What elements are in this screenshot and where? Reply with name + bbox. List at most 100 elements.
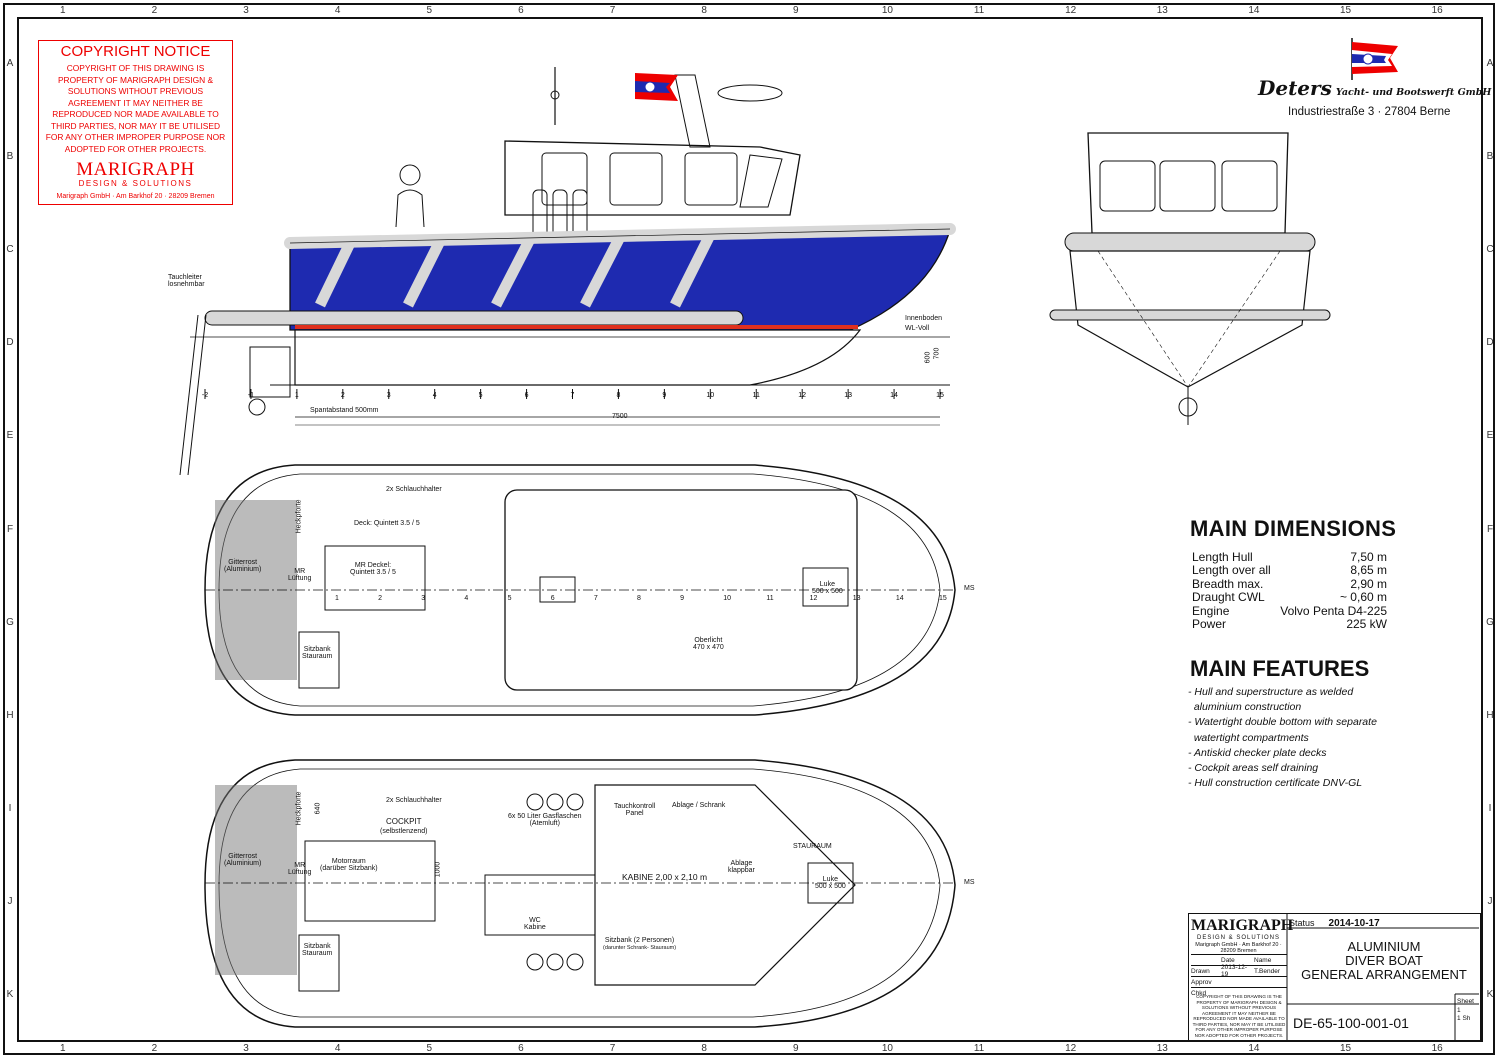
deck-frame-number: 15	[939, 595, 947, 602]
frame-number: 5	[479, 392, 483, 399]
deck-frame-number: 4	[464, 595, 469, 602]
dimension-value: 2,90 m	[1350, 576, 1387, 591]
zone-row-B: B	[1486, 150, 1494, 162]
zone-row-I: I	[8, 803, 12, 815]
main-features-title: MAIN FEATURES	[1190, 656, 1370, 681]
arr-label-gas: 6x 50 Liter Gasflaschen(Atemluft)	[508, 813, 582, 827]
zone-col-16: 16	[1431, 1043, 1443, 1054]
zone-col-4: 4	[334, 5, 341, 16]
frame-number: 4	[433, 392, 437, 399]
zone-col-10: 10	[881, 1043, 893, 1054]
zone-col-15: 15	[1340, 5, 1352, 16]
title-block-lines	[1286, 914, 1479, 1041]
arr-label-grating: Gitterrost(Aluminium)	[224, 853, 262, 867]
zone-col-10: 10	[881, 5, 893, 16]
dimension-row: Draught CWL~ 0,60 m	[1192, 590, 1387, 605]
zone-row-B: B	[6, 150, 14, 162]
label-dim600: 600	[924, 351, 932, 364]
feature-item: - Cockpit areas self draining	[1188, 762, 1319, 775]
marigraph-logo-sub: DESIGN & SOLUTIONS	[78, 179, 193, 188]
arr-label-shelf: Ablage / Schrank	[672, 802, 726, 809]
frame-number: 11	[753, 392, 760, 399]
zone-row-D: D	[6, 337, 14, 349]
label-wl: WL-Voll	[905, 325, 930, 332]
title-block-note: COPYRIGHT OF THIS DRAWING IS THE PROPERT…	[1192, 994, 1286, 1038]
feature-item: aluminium construction	[1188, 701, 1302, 714]
frame-number: 9	[662, 392, 666, 399]
dimension-value: 7,50 m	[1350, 550, 1387, 564]
arr-label-hose: 2x Schlauchhalter	[386, 797, 442, 804]
deck-frame-number: 10	[723, 595, 732, 602]
feature-item: - Watertight double bottom with separate	[1188, 716, 1377, 729]
arr-label-dim1000: 1000	[434, 861, 442, 878]
zone-row-F: F	[6, 523, 14, 535]
zone-row-K: K	[6, 989, 14, 1001]
frame-number: 7	[571, 392, 575, 399]
feature-item: - Hull construction certificate DNV-GL	[1188, 777, 1363, 790]
zone-col-5: 5	[426, 5, 433, 16]
zone-col-2: 2	[151, 5, 158, 16]
yard-address: Industriestraße 3 · 27804 Berne	[1288, 106, 1451, 118]
zone-row-J: J	[1487, 896, 1493, 908]
zone-col-2: 2	[151, 1043, 158, 1054]
zone-col-13: 13	[1156, 5, 1168, 16]
deck-plan-view	[204, 464, 956, 716]
feature-item: - Antiskid checker plate decks	[1188, 746, 1327, 759]
front-view	[1049, 132, 1331, 425]
marigraph-logo: MARIGRAPH	[76, 159, 195, 180]
zone-row-K: K	[1486, 989, 1494, 1001]
copyright-title: COPYRIGHT NOTICE	[60, 43, 211, 60]
arr-label-storage: STAURAUM	[793, 843, 832, 850]
zone-row-H: H	[6, 709, 14, 721]
deck-label-grating: Gitterrost(Aluminium)	[224, 559, 262, 573]
deck-label-deck: Deck: Quintett 3.5 / 5	[354, 520, 420, 527]
dimension-label: Length Hull	[1192, 550, 1253, 564]
zone-col-14: 14	[1248, 1043, 1260, 1054]
frame-number: 2	[341, 392, 345, 399]
arr-label-cabin: KABINE 2,00 x 2,10 m	[622, 872, 708, 882]
dimension-value: ~ 0,60 m	[1339, 590, 1387, 605]
frame-number: 13	[844, 392, 852, 399]
zone-col-1: 1	[60, 5, 66, 16]
title-block-logo: MARIGRAPH DESIGN & SOLUTIONS Marigraph G…	[1191, 917, 1294, 954]
zone-col-12: 12	[1065, 1043, 1077, 1054]
arr-label-ms: MS	[964, 879, 975, 886]
arr-label-engine: Motorraum(darüber Sitzbank)	[320, 858, 378, 872]
label-dim700: 700	[933, 347, 941, 360]
zone-row-C: C	[6, 243, 14, 255]
zone-col-6: 6	[518, 5, 524, 16]
main-features-list: - Hull and superstructure as welded alum…	[1188, 685, 1408, 791]
deck-frame-number: 7	[593, 595, 598, 602]
deck-label-ms: MS	[964, 585, 975, 592]
zone-row-A: A	[1486, 57, 1494, 69]
zone-col-8: 8	[701, 5, 707, 16]
deck-frame-number: 11	[766, 595, 774, 602]
deck-label-hose: 2x Schlauchhalter	[386, 486, 442, 493]
zone-col-9: 9	[793, 5, 799, 16]
deck-frame-number: 8	[637, 595, 641, 602]
marigraph-address: Marigraph GmbH · Am Barkhof 20 · 28209 B…	[56, 193, 215, 200]
frame-number: 3	[387, 392, 391, 399]
zone-col-6: 6	[518, 1043, 524, 1054]
deters-flag-icon	[1351, 38, 1398, 80]
deck-frame-number: 12	[809, 595, 818, 602]
frame-number: -2	[202, 392, 208, 399]
copyright-text: COPYRIGHT OF THIS DRAWING IS PROPERTY OF…	[45, 63, 226, 154]
deck-frame-number: 9	[680, 595, 685, 602]
dimension-value: Volvo Penta D4-225	[1280, 603, 1387, 618]
frame-number: -1	[248, 392, 254, 399]
zone-row-F: F	[1486, 523, 1494, 535]
